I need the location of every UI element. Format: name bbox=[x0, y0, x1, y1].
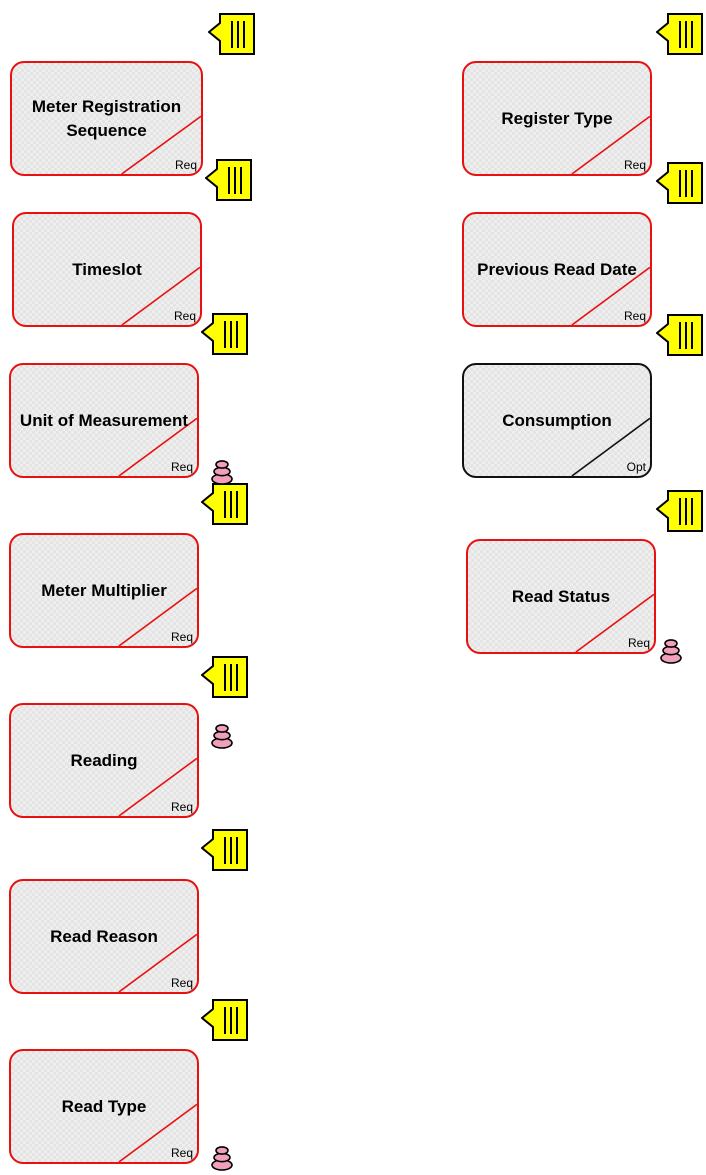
requirement-tag: Req bbox=[170, 800, 193, 814]
entity-label: Previous Read Date bbox=[477, 259, 637, 279]
corner-diagonal bbox=[464, 214, 650, 325]
entity-label: Unit of Measurement bbox=[19, 410, 189, 430]
note-icon[interactable] bbox=[208, 13, 256, 55]
note-icon[interactable] bbox=[656, 162, 704, 204]
entity-label: Read Status bbox=[511, 586, 611, 606]
note-icon[interactable] bbox=[201, 999, 249, 1041]
stacked-coins-icon[interactable] bbox=[211, 459, 233, 485]
corner-diagonal bbox=[11, 365, 197, 476]
requirement-tag: Req bbox=[623, 158, 646, 172]
requirement-tag: Req bbox=[174, 158, 197, 172]
corner-diagonal bbox=[464, 365, 650, 476]
requirement-tag: Req bbox=[170, 1146, 193, 1160]
requirement-tag: Req bbox=[623, 309, 646, 323]
corner-diagonal bbox=[11, 535, 197, 646]
entity-label: Meter Registration Sequence bbox=[31, 96, 182, 140]
entity-label: Read Type bbox=[61, 1096, 147, 1116]
requirement-tag: Req bbox=[170, 460, 193, 474]
note-icon[interactable] bbox=[656, 490, 704, 532]
stacked-coins-icon[interactable] bbox=[660, 638, 682, 664]
entity-label: Register Type bbox=[501, 108, 613, 128]
corner-diagonal bbox=[11, 705, 197, 816]
requirement-tag: Opt bbox=[626, 460, 646, 474]
entity-register-type[interactable]: Register Type Req bbox=[462, 61, 652, 176]
requirement-tag: Req bbox=[173, 309, 196, 323]
entity-timeslot[interactable]: Timeslot Req bbox=[12, 212, 202, 327]
entity-label: Read Reason bbox=[50, 926, 158, 946]
entity-consumption[interactable]: Consumption Opt bbox=[462, 363, 652, 478]
entity-meter-multiplier[interactable]: Meter Multiplier Req bbox=[9, 533, 199, 648]
note-icon[interactable] bbox=[201, 829, 249, 871]
requirement-tag: Req bbox=[627, 636, 650, 650]
note-icon[interactable] bbox=[201, 656, 249, 698]
entity-label: Meter Multiplier bbox=[41, 580, 167, 600]
entity-label: Timeslot bbox=[72, 259, 142, 279]
entity-previous-read-date[interactable]: Previous Read Date Req bbox=[462, 212, 652, 327]
entity-read-status[interactable]: Read Status Req bbox=[466, 539, 656, 654]
corner-diagonal bbox=[14, 214, 200, 325]
corner-diagonal bbox=[11, 881, 197, 992]
entity-read-type[interactable]: Read Type Req bbox=[9, 1049, 199, 1164]
corner-diagonal bbox=[12, 63, 201, 174]
entity-meter-registration-sequence[interactable]: Meter Registration Sequence Req bbox=[10, 61, 203, 176]
entity-read-reason[interactable]: Read Reason Req bbox=[9, 879, 199, 994]
entity-label: Reading bbox=[70, 750, 138, 770]
entity-label: Consumption bbox=[502, 410, 612, 430]
corner-diagonal bbox=[468, 541, 654, 652]
stacked-coins-icon[interactable] bbox=[211, 723, 233, 749]
entity-unit-of-measurement[interactable]: Unit of Measurement Req bbox=[9, 363, 199, 478]
requirement-tag: Req bbox=[170, 976, 193, 990]
note-icon[interactable] bbox=[201, 483, 249, 525]
note-icon[interactable] bbox=[656, 314, 704, 356]
entity-reading[interactable]: Reading Req bbox=[9, 703, 199, 818]
note-icon[interactable] bbox=[656, 13, 704, 55]
requirement-tag: Req bbox=[170, 630, 193, 644]
note-icon[interactable] bbox=[205, 159, 253, 201]
corner-diagonal bbox=[11, 1051, 197, 1162]
note-icon[interactable] bbox=[201, 313, 249, 355]
corner-diagonal bbox=[464, 63, 650, 174]
stacked-coins-icon[interactable] bbox=[211, 1145, 233, 1171]
